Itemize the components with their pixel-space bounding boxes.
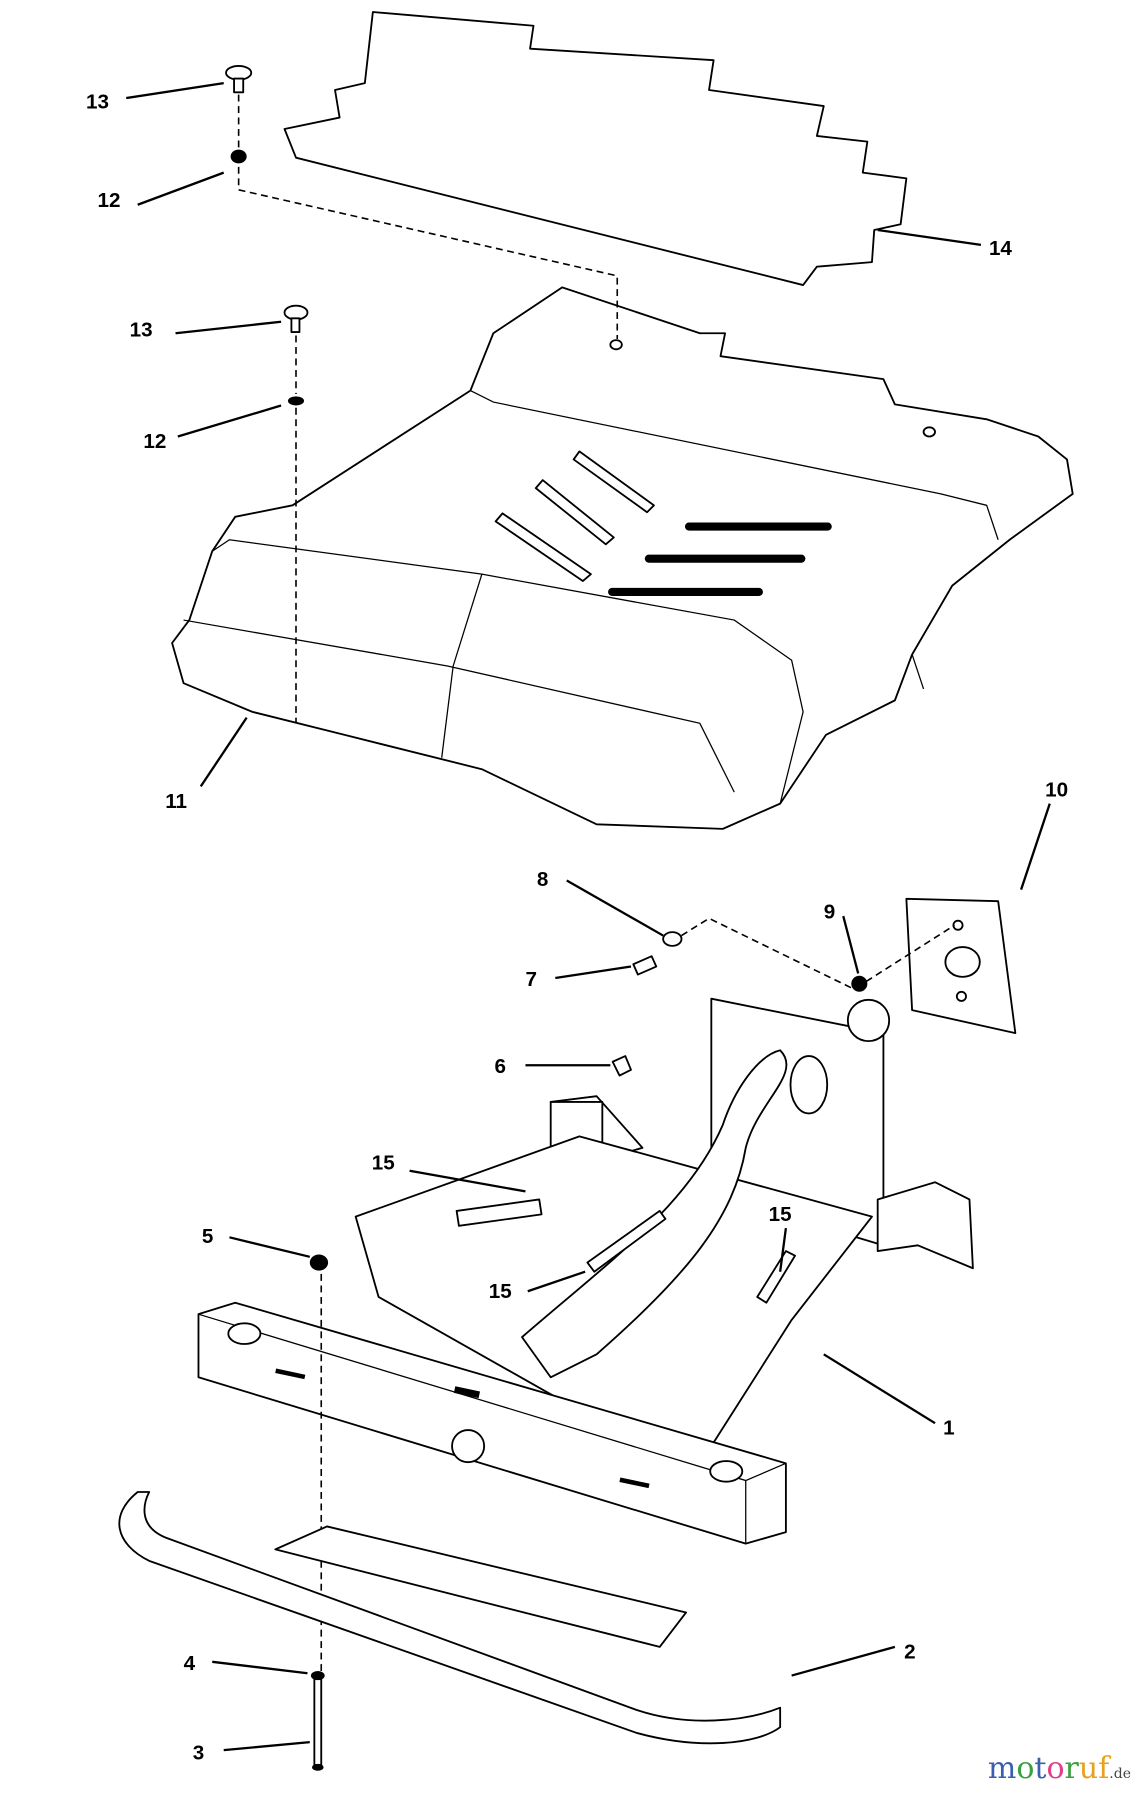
callout-7: 7 [525,968,536,991]
part-14-seat-pad [283,11,908,286]
callout-1: 1 [943,1417,954,1440]
callout-labels: 13 12 14 13 12 11 10 8 9 7 6 15 5 15 15 … [86,90,1068,1764]
callout-11: 11 [165,790,187,813]
callout-10: 10 [1045,779,1068,802]
callout-12: 12 [98,189,121,212]
callout-15: 15 [489,1280,512,1303]
fasteners-12-13 [225,64,619,724]
callout-13: 13 [130,319,153,342]
seat-pan-slots [494,450,832,596]
decals-15 [455,1198,796,1304]
callout-3: 3 [193,1741,204,1764]
part-10-plate [632,897,1017,1035]
callout-8: 8 [537,868,548,891]
callout-4: 4 [184,1652,196,1675]
callout-15: 15 [372,1152,395,1175]
callout-9: 9 [824,900,835,923]
watermark-suffix: .de [1109,1766,1131,1782]
callout-14: 14 [989,237,1012,260]
part-11-seat-pan [171,286,1074,830]
callout-6: 6 [494,1055,505,1078]
part-1-frame [197,997,974,1545]
callout-2: 2 [904,1640,915,1663]
part-2-bumper [118,1491,782,1771]
callout-5: 5 [202,1225,213,1248]
callout-13: 13 [86,90,109,113]
callout-leaders [126,81,1051,1752]
callout-15: 15 [769,1203,792,1226]
watermark-logo: motoruf.de [987,1751,1131,1786]
callout-12: 12 [143,430,166,453]
